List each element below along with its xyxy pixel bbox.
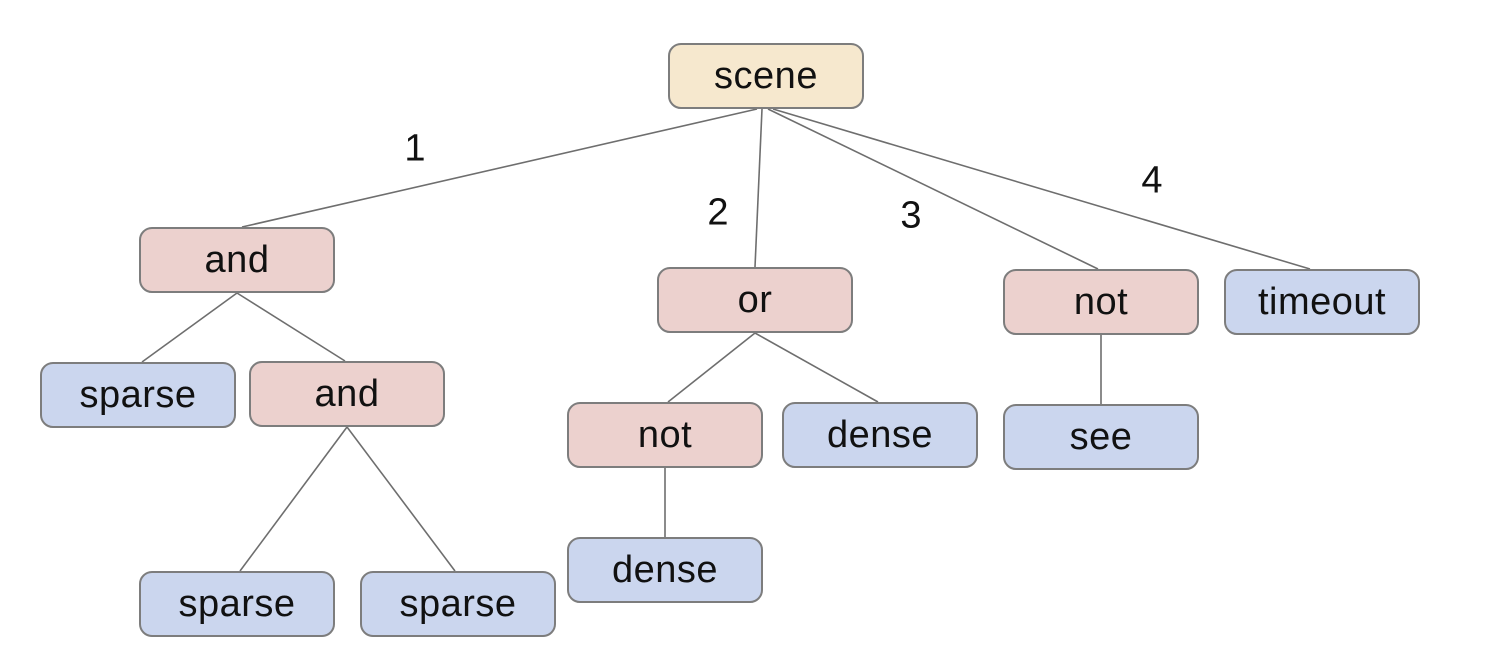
edge-and2-sparse3 [346,426,456,572]
edge-or-dense1 [754,332,879,403]
node-or: or [657,267,853,333]
edge-and1-sparse1 [141,292,238,363]
edge-scene-timeout [772,108,1311,270]
node-see-label: see [1069,415,1133,458]
node-not-2: not [567,402,763,468]
node-timeout: timeout [1224,269,1420,335]
edge-label-2: 2 [707,191,729,234]
edge-and1-and2 [236,292,346,362]
node-sparse-2-label: sparse [178,582,296,625]
node-not-1-label: not [1073,280,1129,323]
node-sparse-3-label: sparse [399,582,517,625]
node-and-1-label: and [204,238,270,281]
node-not-1: not [1003,269,1199,335]
node-dense-1: dense [782,402,978,468]
node-dense-2: dense [567,537,763,603]
node-timeout-label: timeout [1257,280,1387,323]
edge-scene-and1 [241,108,758,228]
edge-or-not2 [667,332,756,403]
node-sparse-1-label: sparse [79,373,197,416]
edge-label-3: 3 [900,194,922,237]
node-or-label: or [737,278,773,321]
edge-scene-not1 [767,108,1099,270]
edge-scene-or [754,108,763,268]
node-sparse-2: sparse [139,571,335,637]
node-and-2: and [249,361,445,427]
node-scene-label: scene [714,54,818,97]
node-and-2-label: and [314,372,380,415]
node-see: see [1003,404,1199,470]
node-dense-1-label: dense [826,413,934,456]
node-sparse-3: sparse [360,571,556,637]
edge-and2-sparse2 [239,426,348,572]
edge-label-1: 1 [404,127,426,170]
node-not-2-label: not [637,413,693,456]
node-dense-2-label: dense [611,548,719,591]
node-and-1: and [139,227,335,293]
node-scene: scene [668,43,864,109]
edge-label-4: 4 [1141,159,1163,202]
node-sparse-1: sparse [40,362,236,428]
